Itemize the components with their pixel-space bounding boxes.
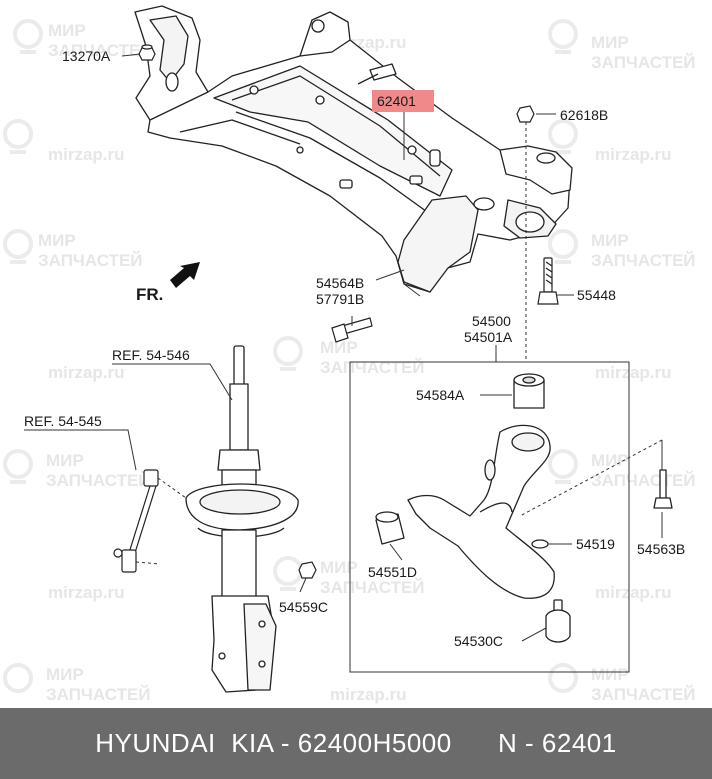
watermark-line1: МИР — [320, 338, 358, 357]
watermark-line1: МИР — [38, 231, 76, 250]
watermark-line1: МИР — [591, 231, 629, 250]
lower-control-arm — [375, 373, 673, 643]
watermark-logo — [548, 119, 578, 154]
label-55448: 55448 — [577, 287, 616, 303]
part-labels: 13270A 62401 62618B 54564B 57791B 55448 … — [24, 48, 685, 649]
parts-diagram: МИР ЗАПЧАСТЕЙ МИР ЗАПЧАСТЕЙ mirzap.ru mi… — [3, 5, 696, 704]
watermark-line2: ЗАПЧАСТЕЙ — [591, 251, 696, 270]
watermark-logo: МИР ЗАПЧАСТЕЙ — [273, 556, 425, 597]
watermark-logo: МИР ЗАПЧАСТЕЙ — [3, 449, 151, 490]
label-54501a: 54501A — [464, 329, 513, 345]
crossmember-subframe — [134, 5, 573, 293]
stabilizer-link — [113, 469, 159, 573]
part-number-footer: HYUNDAI KIA - 62400H5000 N - 62401 — [0, 708, 712, 779]
watermark-line1: МИР — [46, 451, 84, 470]
watermark-line1: МИР — [46, 665, 84, 684]
label-54564b: 54564B — [316, 275, 364, 291]
label-54559c: 54559C — [279, 599, 328, 615]
label-54584a: 54584A — [416, 387, 465, 403]
highlight-62401 — [372, 90, 434, 112]
leader-lines — [24, 53, 663, 642]
watermark-line2: ЗАПЧАСТЕЙ — [320, 358, 425, 377]
watermark-line1: МИР — [591, 33, 629, 52]
watermark-line1: МИР — [320, 558, 358, 577]
watermark-line1: МИР — [591, 451, 629, 470]
label-62618b: 62618B — [560, 107, 608, 123]
label-13270a: 13270A — [62, 48, 111, 64]
nut-54559c — [298, 561, 317, 579]
label-ref-54-545: REF. 54-545 — [24, 413, 102, 429]
watermark-logo: МИР ЗАПЧАСТЕЙ — [273, 336, 425, 377]
label-54500: 54500 — [472, 313, 511, 329]
label-54530c: 54530C — [454, 633, 503, 649]
nut-13270a — [138, 44, 156, 61]
label-54563b: 54563B — [637, 541, 685, 557]
nut-62618b — [516, 105, 535, 123]
direction-arrow-icon — [170, 262, 200, 288]
watermark-logo: МИР ЗАПЧАСТЕЙ — [3, 229, 143, 270]
watermark-line2: ЗАПЧАСТЕЙ — [320, 578, 425, 597]
watermark-logo: МИР ЗАПЧАСТЕЙ — [548, 663, 696, 704]
direction-label: FR. — [136, 285, 163, 304]
watermark-line1: МИР — [48, 21, 86, 40]
label-62401: 62401 — [377, 93, 416, 109]
watermark-line2: ЗАПЧАСТЕЙ — [591, 685, 696, 704]
bolt-55448 — [537, 257, 559, 305]
watermark-logo: МИР ЗАПЧАСТЕЙ — [548, 449, 696, 490]
watermark-logo: МИР ЗАПЧАСТЕЙ — [548, 19, 696, 72]
watermark-logo — [3, 119, 33, 154]
watermark-line1: МИР — [591, 665, 629, 684]
watermark-line2: ЗАПЧАСТЕЙ — [591, 53, 696, 72]
label-57791b: 57791B — [316, 291, 364, 307]
watermark-site: mirzap.ru — [48, 363, 125, 382]
label-54519: 54519 — [576, 536, 615, 552]
watermark-line2: ЗАПЧАСТЕЙ — [46, 471, 151, 490]
footer-part-number-text: HYUNDAI KIA - 62400H5000 N - 62401 — [95, 728, 617, 758]
label-ref-54-546: REF. 54-546 — [112, 347, 190, 363]
watermark-line2: ЗАПЧАСТЕЙ — [46, 685, 151, 704]
front-direction-indicator: FR. — [136, 262, 200, 304]
label-54551d: 54551D — [368, 564, 417, 580]
watermark-logo: МИР ЗАПЧАСТЕЙ — [3, 663, 151, 704]
watermark-line2: ЗАПЧАСТЕЙ — [591, 471, 696, 490]
watermark-site: mirzap.ru — [595, 145, 672, 164]
watermark-site: mirzap.ru — [595, 583, 672, 602]
watermark-site: mirzap.ru — [48, 145, 125, 164]
watermark-line2: ЗАПЧАСТЕЙ — [38, 251, 143, 270]
watermark-site: mirzap.ru — [48, 583, 125, 602]
watermark-site: mirzap.ru — [595, 363, 672, 382]
bolt-54564b — [331, 317, 373, 343]
watermark-logo: МИР ЗАПЧАСТЕЙ — [548, 229, 696, 270]
watermark-site: mirzap.ru — [330, 685, 407, 704]
strut-assembly — [185, 345, 299, 693]
lower-arm-group-frame — [349, 361, 630, 673]
